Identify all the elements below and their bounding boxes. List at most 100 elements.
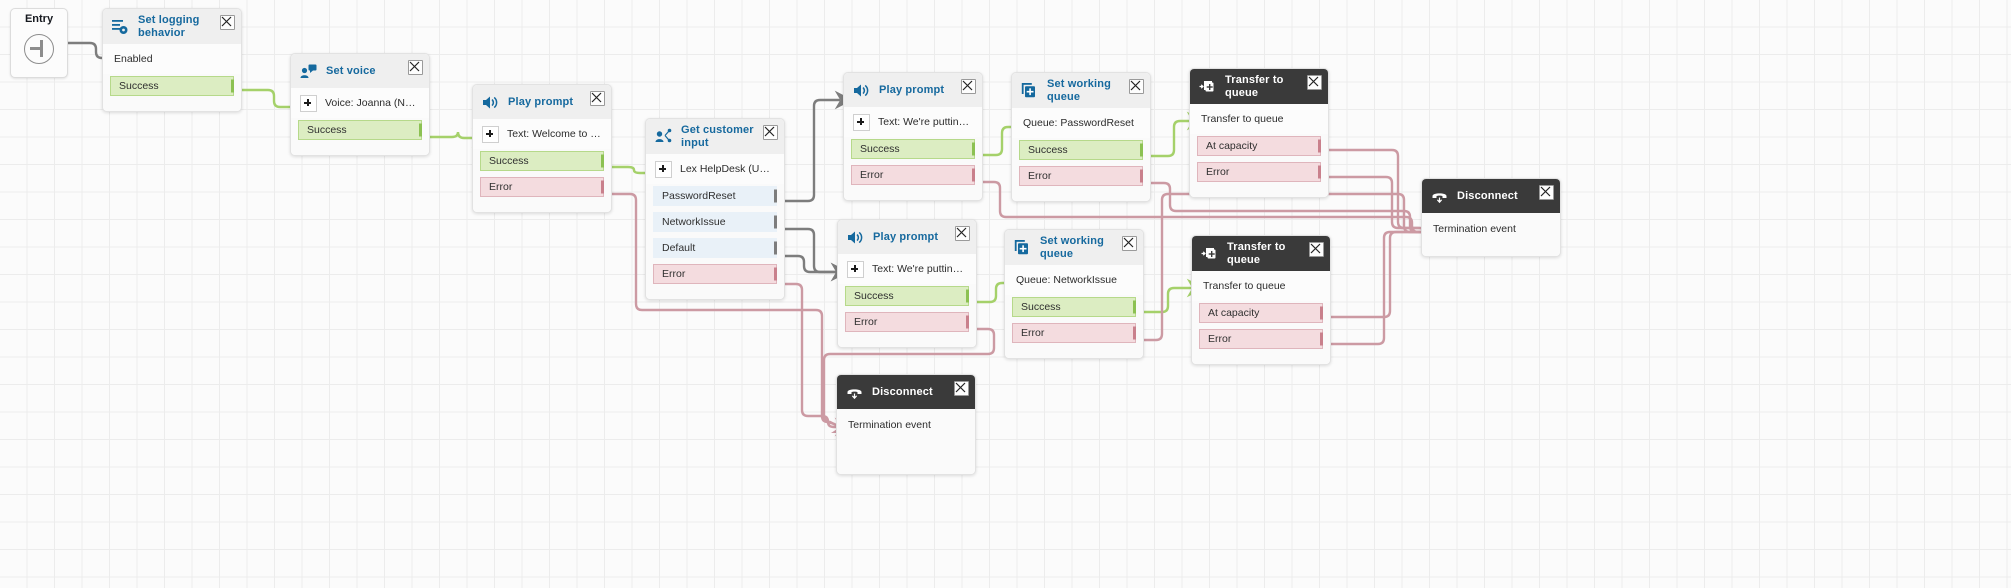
- entry-point-icon: [24, 34, 54, 64]
- port-connector[interactable]: [1320, 306, 1323, 320]
- disconnect-icon: [846, 384, 863, 401]
- close-icon[interactable]: [763, 125, 778, 140]
- port-success[interactable]: Success: [298, 120, 422, 140]
- port-connector[interactable]: [231, 79, 234, 93]
- port-connector[interactable]: [601, 154, 604, 168]
- port-success[interactable]: Success: [845, 286, 969, 306]
- plus-icon[interactable]: [300, 94, 317, 112]
- node-param[interactable]: Voice: Joanna (Neural: Con...: [291, 88, 429, 118]
- port-connector[interactable]: [1318, 139, 1321, 153]
- node-param[interactable]: Text: We're putting you in a ...: [838, 254, 976, 284]
- port-list: At capacity Error: [1192, 301, 1330, 349]
- node-set-voice[interactable]: Set voice Voice: Joanna (Neural: Con... …: [290, 53, 430, 156]
- port-error[interactable]: Error: [480, 177, 604, 197]
- port-connector[interactable]: [419, 123, 422, 137]
- port-networkissue[interactable]: NetworkIssue: [653, 212, 777, 232]
- node-play-prompt-welcome[interactable]: Play prompt Text: Welcome to the IT Hel.…: [472, 84, 612, 213]
- port-connector[interactable]: [774, 215, 777, 229]
- node-param[interactable]: Enabled: [103, 44, 241, 74]
- plus-icon[interactable]: [847, 260, 864, 278]
- port-connector[interactable]: [966, 289, 969, 303]
- port-error[interactable]: Error: [1197, 162, 1321, 182]
- close-icon[interactable]: [955, 226, 970, 241]
- port-connector[interactable]: [1140, 169, 1143, 183]
- port-connector[interactable]: [1133, 300, 1136, 314]
- port-success[interactable]: Success: [1019, 140, 1143, 160]
- entry-node[interactable]: Entry: [10, 8, 68, 78]
- close-icon[interactable]: [1539, 185, 1554, 200]
- plus-icon[interactable]: [853, 113, 870, 131]
- node-play-prompt-queue-bottom[interactable]: Play prompt Text: We're putting you in a…: [837, 219, 977, 348]
- port-error[interactable]: Error: [851, 165, 975, 185]
- port-connector[interactable]: [774, 189, 777, 203]
- node-disconnect-right[interactable]: Disconnect Termination event: [1421, 178, 1561, 257]
- port-success[interactable]: Success: [480, 151, 604, 171]
- node-header: Set working queue: [1012, 73, 1150, 108]
- port-connector[interactable]: [1320, 332, 1323, 346]
- close-icon[interactable]: [954, 381, 969, 396]
- node-disconnect-bottom[interactable]: Disconnect Termination event: [836, 374, 976, 475]
- node-param[interactable]: Queue: PasswordReset: [1012, 108, 1150, 138]
- close-icon[interactable]: [220, 15, 235, 30]
- port-list: Success Error: [838, 284, 976, 332]
- node-body: Transfer to queue At capacity Error: [1192, 271, 1330, 364]
- port-default[interactable]: Default: [653, 238, 777, 258]
- node-title: Set voice: [326, 64, 376, 77]
- param-text: Transfer to queue: [1201, 113, 1284, 125]
- node-transfer-to-queue-top[interactable]: Transfer to queue Transfer to queue At c…: [1189, 68, 1329, 198]
- port-success[interactable]: Success: [110, 76, 234, 96]
- node-set-working-queue-networkissue[interactable]: Set working queue Queue: NetworkIssue Su…: [1004, 229, 1144, 359]
- port-connector[interactable]: [972, 168, 975, 182]
- node-set-logging-behavior[interactable]: Set logging behavior Enabled Success: [102, 8, 242, 112]
- port-label: Success: [1021, 301, 1061, 313]
- node-get-customer-input[interactable]: Get customer input Lex HelpDesk (US West…: [645, 118, 785, 300]
- close-icon[interactable]: [961, 79, 976, 94]
- port-connector[interactable]: [972, 142, 975, 156]
- termination-event-row: Termination event: [1422, 213, 1560, 247]
- port-success[interactable]: Success: [1012, 297, 1136, 317]
- port-connector[interactable]: [966, 315, 969, 329]
- node-param[interactable]: Text: We're putting you in a ...: [844, 107, 982, 137]
- node-play-prompt-queue-top[interactable]: Play prompt Text: We're putting you in a…: [843, 72, 983, 201]
- plus-icon[interactable]: [482, 125, 499, 143]
- node-param[interactable]: Lex HelpDesk (US West: O...: [646, 154, 784, 184]
- node-set-working-queue-passwordreset[interactable]: Set working queue Queue: PasswordReset S…: [1011, 72, 1151, 202]
- close-icon[interactable]: [1129, 79, 1144, 94]
- port-connector[interactable]: [774, 241, 777, 255]
- port-list: Success Error: [844, 137, 982, 185]
- port-error[interactable]: Error: [653, 264, 777, 284]
- port-connector[interactable]: [1133, 326, 1136, 340]
- port-at-capacity[interactable]: At capacity: [1199, 303, 1323, 323]
- plus-icon[interactable]: [655, 160, 672, 178]
- port-label: Success: [489, 155, 529, 167]
- port-error[interactable]: Error: [845, 312, 969, 332]
- port-error[interactable]: Error: [1199, 329, 1323, 349]
- port-connector[interactable]: [1140, 143, 1143, 157]
- port-connector[interactable]: [1318, 165, 1321, 179]
- node-transfer-to-queue-bottom[interactable]: Transfer to queue Transfer to queue At c…: [1191, 235, 1331, 365]
- port-list: Success Error: [473, 149, 611, 197]
- port-connector[interactable]: [601, 180, 604, 194]
- node-header: Set working queue: [1005, 230, 1143, 265]
- port-connector[interactable]: [774, 267, 777, 281]
- node-body: Lex HelpDesk (US West: O... PasswordRese…: [646, 154, 784, 299]
- node-title: Play prompt: [873, 230, 939, 243]
- close-icon[interactable]: [1307, 75, 1322, 90]
- close-icon[interactable]: [590, 91, 605, 106]
- close-icon[interactable]: [1122, 236, 1137, 251]
- param-text: Text: We're putting you in a ...: [872, 263, 967, 275]
- param-text: Queue: NetworkIssue: [1016, 274, 1117, 286]
- close-icon[interactable]: [1309, 242, 1324, 257]
- port-at-capacity[interactable]: At capacity: [1197, 136, 1321, 156]
- port-error[interactable]: Error: [1019, 166, 1143, 186]
- close-icon[interactable]: [408, 60, 423, 75]
- node-param[interactable]: Queue: NetworkIssue: [1005, 265, 1143, 295]
- port-list: Success Error: [1005, 295, 1143, 343]
- node-param[interactable]: Text: Welcome to the IT Hel...: [473, 119, 611, 149]
- port-error[interactable]: Error: [1012, 323, 1136, 343]
- node-header: Play prompt: [838, 220, 976, 254]
- port-success[interactable]: Success: [851, 139, 975, 159]
- port-passwordreset[interactable]: PasswordReset: [653, 186, 777, 206]
- node-param: Transfer to queue: [1192, 271, 1330, 301]
